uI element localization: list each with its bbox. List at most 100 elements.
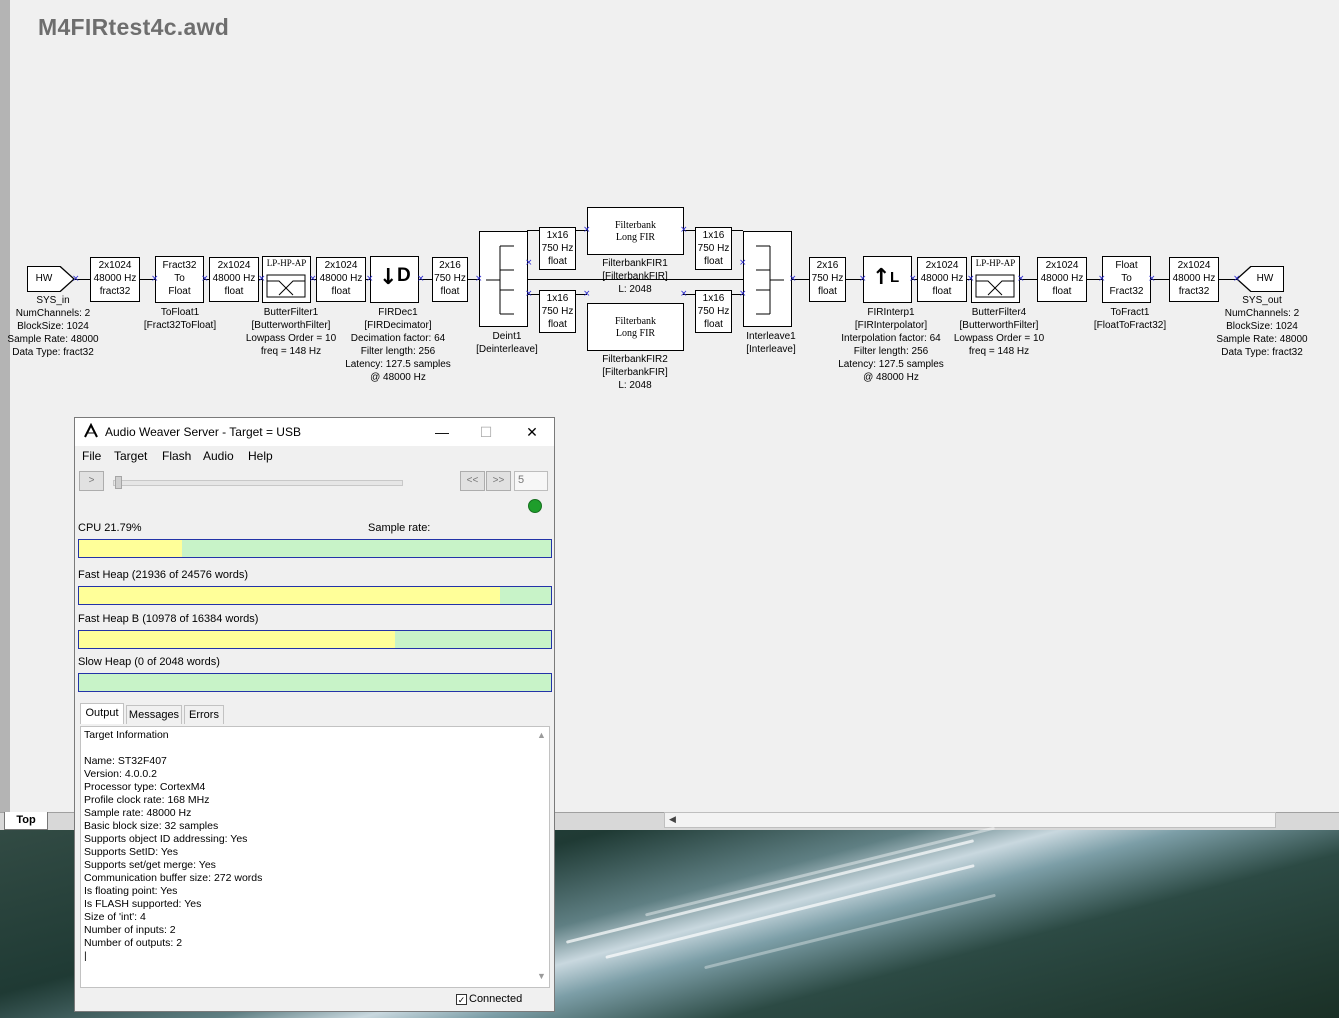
maximize-icon[interactable]: ☐ (479, 424, 493, 440)
count-field[interactable]: 5 (514, 471, 548, 491)
pin-icon: × (1098, 274, 1106, 284)
sys-in-block[interactable]: HW (27, 266, 75, 292)
pin-icon: × (967, 274, 975, 284)
app-logo-icon (84, 423, 98, 438)
pin-icon: × (1233, 274, 1241, 284)
sys-out-block[interactable]: HW (1236, 266, 1284, 292)
pin-icon: × (475, 274, 483, 284)
output-textarea[interactable]: Target Information Name: ST32F407 Versio… (80, 726, 550, 988)
pin-icon: × (309, 274, 317, 284)
pin-icon: × (417, 274, 425, 284)
tab-errors[interactable]: Errors (184, 705, 224, 724)
rewind-button[interactable]: << (460, 471, 485, 491)
pin-icon: × (583, 289, 591, 299)
tab-top[interactable]: Top (4, 812, 48, 830)
pin-icon: × (680, 289, 688, 299)
up-arrow-icon: ↑ (872, 265, 891, 290)
window-title: Audio Weaver Server - Target = USB (105, 425, 301, 439)
connected-label: Connected (469, 993, 523, 1005)
fir-decimator-block[interactable]: ↓ D (370, 256, 419, 303)
tofloat-caption: ToFloat1[Fract32ToFloat] (143, 307, 217, 331)
butter-filter1-caption: ButterFilter1[ButterworthFilter]Lowpass … (245, 307, 337, 357)
pin-icon: × (909, 274, 917, 284)
scroll-down-icon[interactable]: ▼ (537, 971, 546, 981)
scroll-up-icon[interactable]: ▲ (537, 730, 546, 740)
fir-interpolator-block[interactable]: ↑ L (863, 256, 912, 303)
menu-audio[interactable]: Audio (203, 449, 234, 463)
slow-heap-meter (78, 673, 552, 692)
document-title: M4FIRtest4c.awd (38, 14, 230, 40)
cpu-meter (78, 539, 552, 558)
deinterleave-icon (486, 245, 514, 315)
minimize-icon[interactable]: — (435, 424, 449, 440)
checkbox-check-icon[interactable]: ✓ (456, 994, 467, 1005)
filterbank-fir1-caption: FilterbankFIR1[FilterbankFIR]L: 2048 (602, 258, 668, 295)
pin-icon: × (1017, 274, 1025, 284)
tab-messages[interactable]: Messages (126, 705, 182, 724)
sys-in-label: HW (35, 273, 53, 284)
pin-icon: × (1148, 274, 1156, 284)
pin-icon: × (525, 258, 533, 268)
tab-output[interactable]: Output (80, 703, 124, 724)
server-window: Audio Weaver Server - Target = USB — ☐ ✕… (74, 417, 555, 1012)
pin-icon: × (201, 274, 209, 284)
butter-filter4-caption: ButterFilter4[ButterworthFilter]Lowpass … (953, 307, 1045, 357)
fast-heap-b-meter-fill (79, 631, 396, 648)
deinterleave-block[interactable] (479, 231, 528, 327)
close-icon[interactable]: ✕ (526, 424, 538, 440)
pin-icon: × (583, 225, 591, 235)
menu-file[interactable]: File (82, 449, 102, 463)
output-scrollbar[interactable]: ▲ ▼ (533, 727, 549, 987)
menu-flash[interactable]: Flash (162, 449, 192, 463)
butter-filter1-block[interactable]: LP-HP-AP (262, 256, 311, 303)
menu-target[interactable]: Target (114, 449, 148, 463)
interleave-caption: Interleave1[Interleave] (746, 331, 796, 355)
fast-heap-b-meter (78, 630, 552, 649)
play-button[interactable]: > (79, 471, 104, 491)
interleave-block[interactable] (743, 231, 792, 327)
fir-decimator-caption: FIRDec1[FIRDecimator]Decimation factor: … (345, 307, 451, 383)
pin-icon: × (680, 225, 688, 235)
tofract-caption: ToFract1[FloatToFract32] (1093, 307, 1167, 331)
canvas-left-border (0, 0, 10, 812)
slider-thumb[interactable] (115, 476, 122, 489)
sample-rate-label: Sample rate: (368, 522, 431, 534)
fast-heap-meter (78, 586, 552, 605)
fast-heap-label: Fast Heap (21936 of 24576 words) (78, 569, 248, 581)
connected-checkbox[interactable]: ✓ Connected (456, 993, 523, 1005)
horizontal-scrollbar[interactable]: ◀ (664, 812, 1276, 828)
sys-out-label: HW (1256, 273, 1274, 284)
position-slider[interactable] (113, 480, 403, 486)
scroll-left-icon[interactable]: ◀ (669, 814, 676, 824)
wire-main (75, 279, 1238, 280)
fast-heap-meter-fill (79, 587, 501, 604)
down-arrow-icon: ↓ (379, 265, 398, 290)
butter-filter4-block[interactable]: LP-HP-AP (971, 256, 1020, 303)
pin-icon: × (525, 289, 533, 299)
fast-heap-b-label: Fast Heap B (10978 of 16384 words) (78, 613, 259, 625)
forward-button[interactable]: >> (486, 471, 511, 491)
pin-icon: × (366, 274, 374, 284)
pin-icon: × (859, 274, 867, 284)
menu-help[interactable]: Help (248, 449, 273, 463)
window-titlebar[interactable]: Audio Weaver Server - Target = USB — ☐ ✕ (75, 418, 554, 446)
deinterleave-caption: Deint1[Deinterleave] (476, 331, 538, 355)
